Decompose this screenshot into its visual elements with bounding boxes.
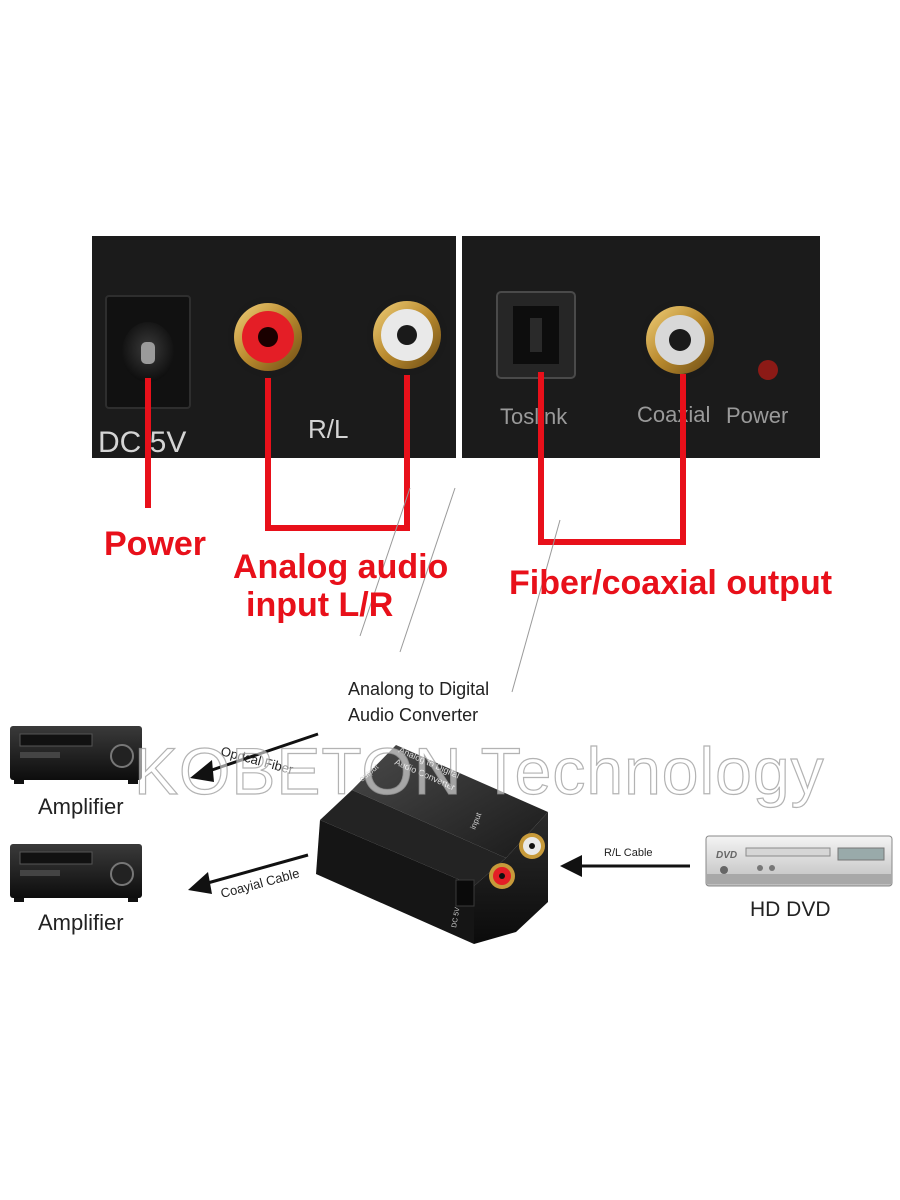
- analog-callout-line2: input L/R: [246, 586, 393, 624]
- amplifier-1: [10, 726, 142, 784]
- dc-power-jack: [105, 295, 191, 409]
- amplifier-label-2: Amplifier: [38, 910, 124, 935]
- input-panel: DC 5V R/L: [92, 236, 456, 459]
- output-panel: Toslink Coaxial Power: [462, 236, 820, 458]
- fiber-callout-bracket: [538, 372, 686, 545]
- rl-label: R/L: [308, 414, 348, 444]
- analog-callout-line1: Analog audio: [233, 548, 448, 586]
- coaxial-cable-label: Coayial Cable: [219, 865, 301, 900]
- dvd-label: HD DVD: [750, 898, 831, 921]
- coaxial-jack: [640, 300, 720, 380]
- box-dc-label: DC 5V: [451, 907, 462, 929]
- rca-jack-red: [228, 297, 308, 377]
- amplifier-label-1: Amplifier: [38, 794, 124, 819]
- rl-cable-label: R/L Cable: [604, 847, 653, 859]
- fiber-callout: Fiber/coaxial output: [509, 564, 832, 602]
- toslink-port: [496, 291, 576, 379]
- optical-arrow: [190, 732, 319, 782]
- power-callout: Power: [104, 525, 206, 563]
- dvd-logo: DVD: [716, 850, 737, 861]
- dc-5v-label: DC 5V: [98, 426, 186, 459]
- converter-box: [316, 745, 548, 944]
- toslink-label: Toslink: [500, 404, 568, 429]
- converter-caption-line1: Analong to Digital: [348, 679, 489, 699]
- dvd-player: DVD: [705, 835, 893, 887]
- rca-jack-white: [367, 295, 447, 375]
- converter-caption-line2: Audio Converter: [348, 705, 478, 725]
- power-panel-label: Power: [726, 403, 788, 428]
- rl-cable-arrow: [560, 855, 690, 877]
- power-led: [758, 360, 778, 380]
- watermark: KOBETON Technology: [134, 734, 825, 808]
- amplifier-2: [10, 844, 142, 902]
- analog-callout-bracket: [265, 375, 410, 531]
- coaxial-label: Coaxial: [637, 402, 710, 427]
- guide-lines: [359, 487, 561, 693]
- coaxial-arrow: [188, 853, 309, 894]
- callout-lines: [145, 372, 686, 545]
